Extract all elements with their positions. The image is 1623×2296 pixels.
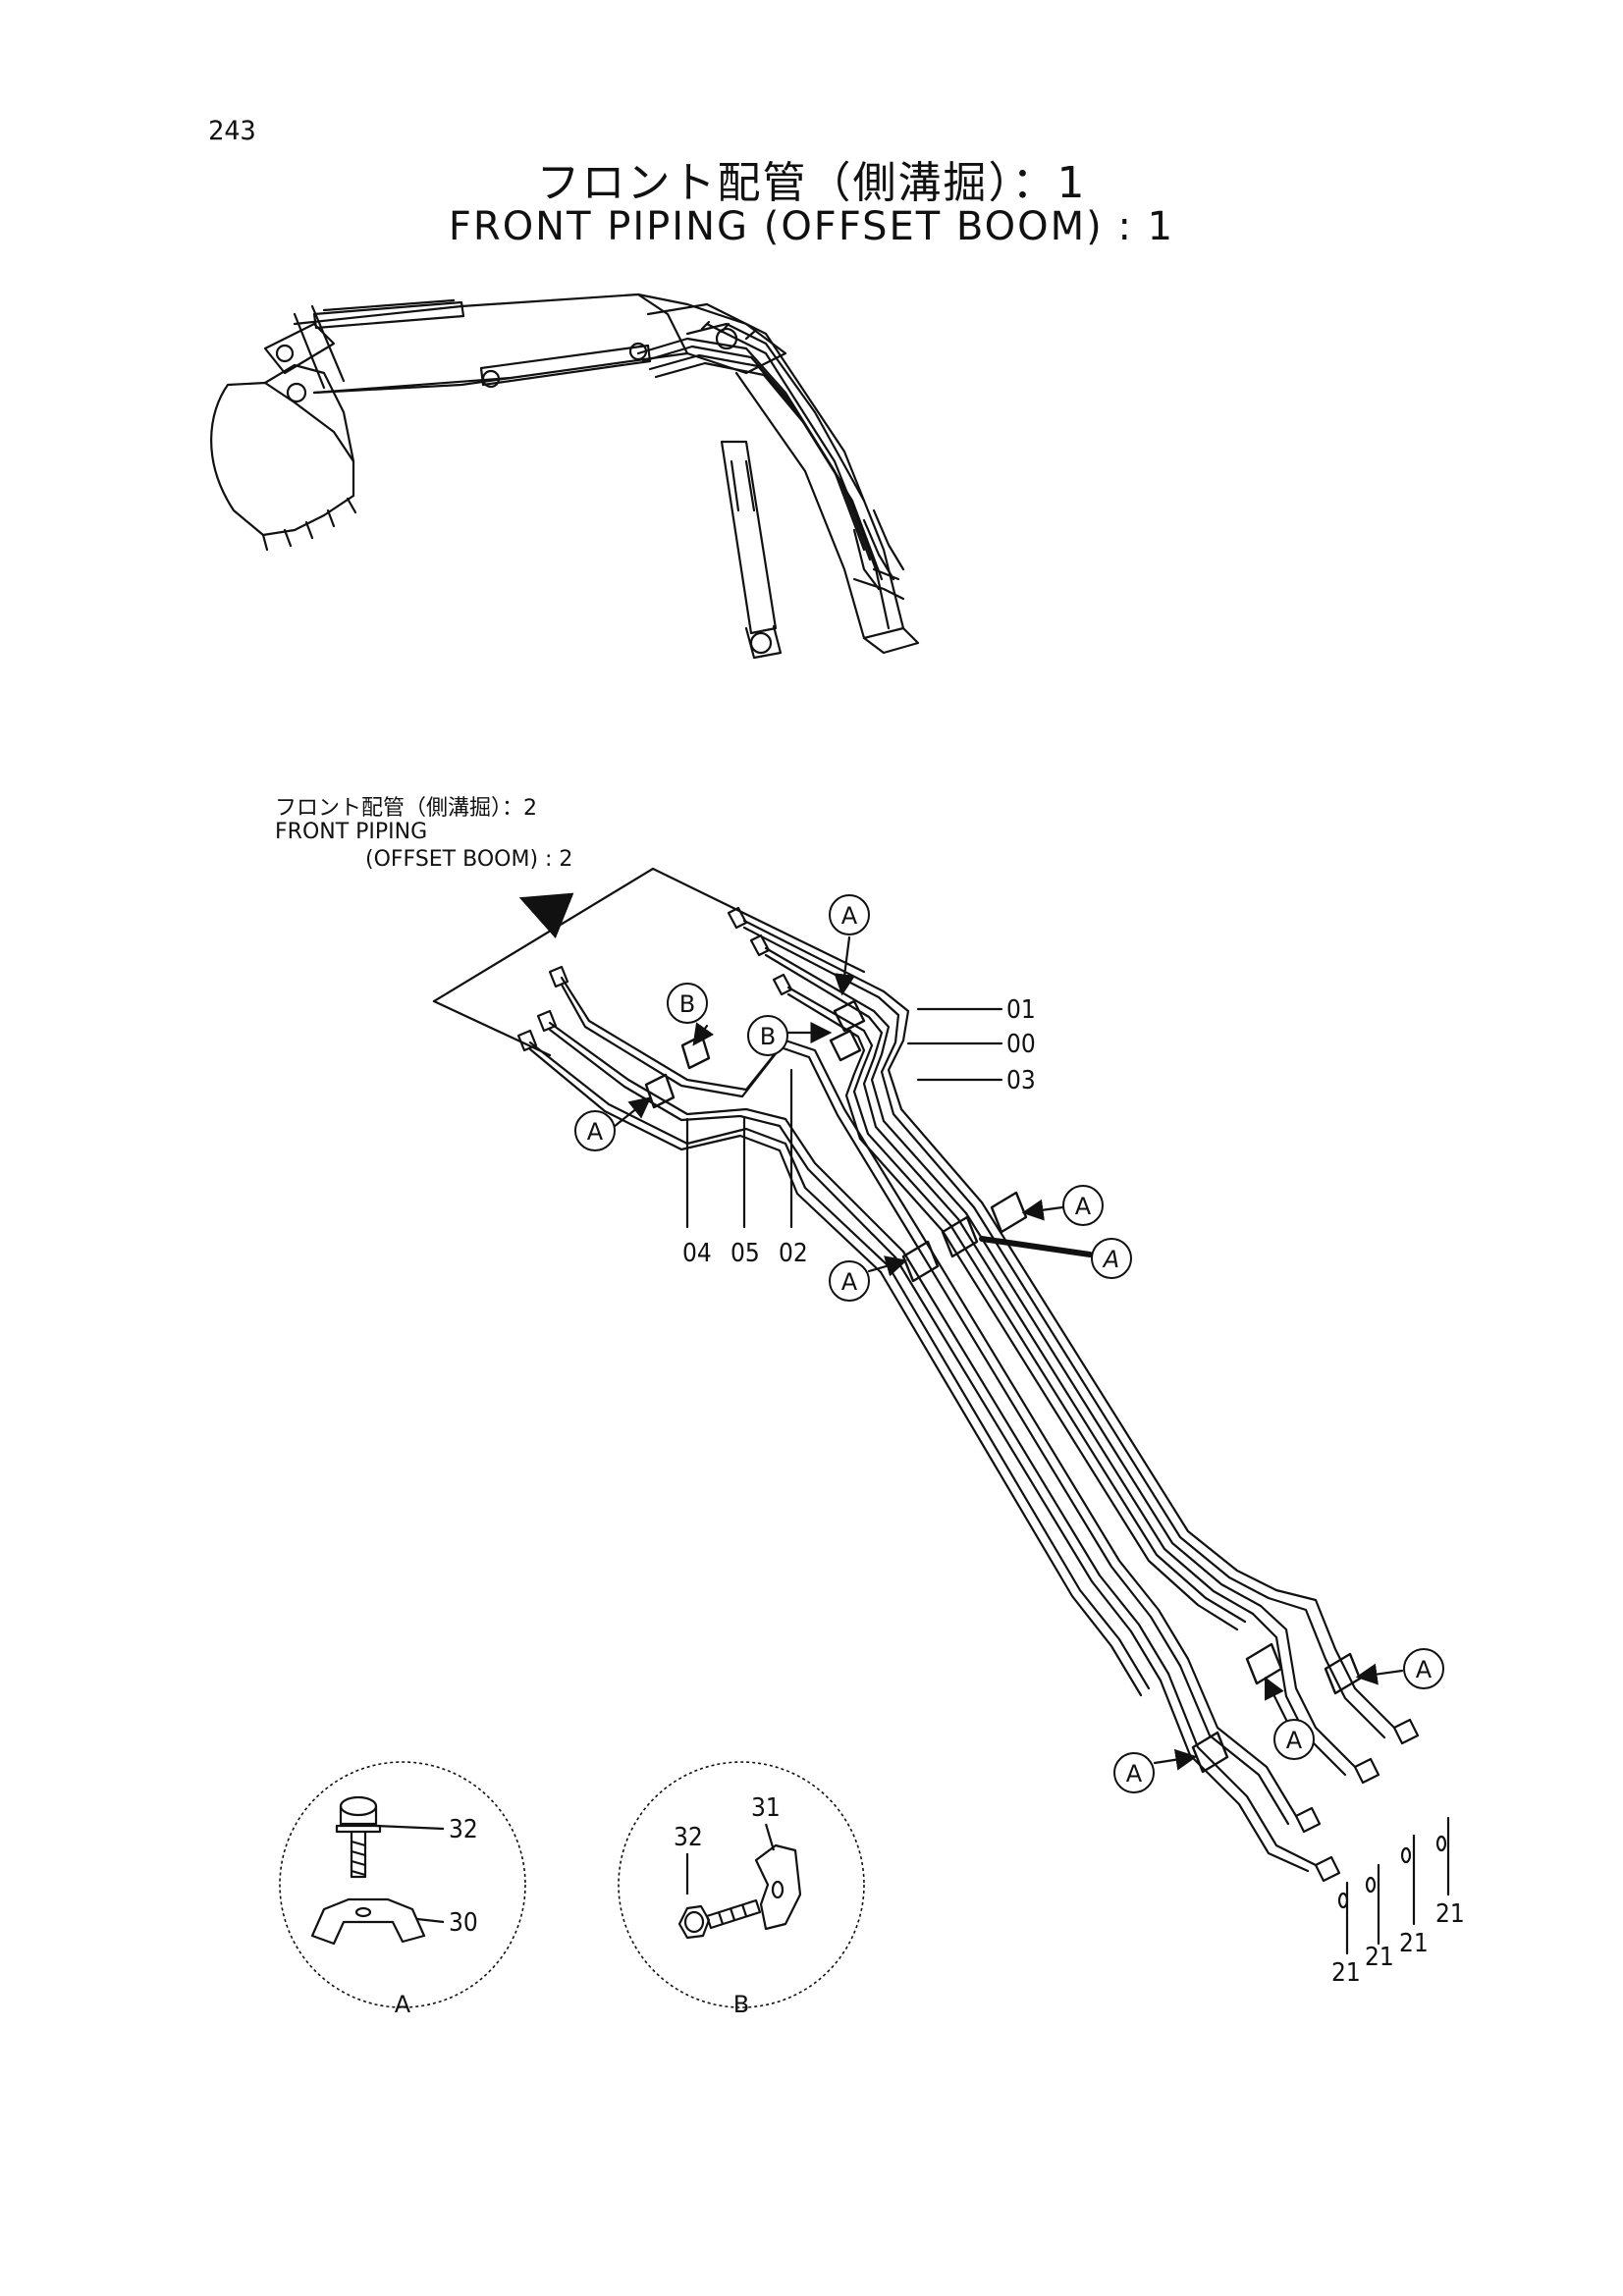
clamps xyxy=(644,999,1362,1774)
callout-circle-a xyxy=(1113,1752,1155,1793)
reference-japanese: フロント配管（側溝掘）：2 xyxy=(275,796,537,821)
part-number-00: 00 xyxy=(1006,1030,1036,1059)
part-number-21: 21 xyxy=(1331,1958,1361,1988)
part-number-labels: 01 00 03 04 05 02 21 21 21 21 xyxy=(682,995,1465,1988)
callout-b: B xyxy=(760,1023,776,1050)
callout-circle-b xyxy=(667,983,708,1024)
detail-b: 32 31 B xyxy=(618,1761,865,2018)
part-number-04: 04 xyxy=(682,1239,712,1268)
callout-circle-a xyxy=(1062,1185,1104,1226)
callout-a: A xyxy=(1286,1727,1303,1754)
o-rings xyxy=(1337,1835,1447,1909)
page-number: 243 xyxy=(208,116,256,146)
callout-circle-a xyxy=(1273,1719,1315,1760)
callout-b: B xyxy=(679,990,695,1018)
part-number-21: 21 xyxy=(1365,1943,1394,1972)
callout-circle-a xyxy=(829,894,870,935)
part-number-32: 32 xyxy=(449,1815,478,1844)
part-number-01: 01 xyxy=(1006,995,1036,1025)
callout-a: A xyxy=(1416,1656,1433,1683)
detail-label-b: B xyxy=(733,1991,749,2018)
part-number-30: 30 xyxy=(449,1908,478,1938)
detail-label-a: A xyxy=(395,1991,411,2018)
reference-english-line2: (OFFSET BOOM) : 2 xyxy=(365,847,573,872)
piping-diagram xyxy=(432,867,1450,1955)
callout-a: A xyxy=(587,1118,604,1146)
callout-circle-a xyxy=(1091,1238,1132,1279)
callout-circle-a xyxy=(829,1260,870,1302)
part-number-03: 03 xyxy=(1006,1066,1036,1095)
detail-a: 32 30 A xyxy=(279,1761,526,2018)
reference-english-line1: FRONT PIPING xyxy=(275,820,428,844)
callout-circle-a xyxy=(1403,1648,1444,1689)
callout-a: A xyxy=(1102,1246,1119,1273)
part-number-21: 21 xyxy=(1435,1899,1465,1929)
callout-a: A xyxy=(841,1268,858,1296)
part-number-02: 02 xyxy=(779,1239,808,1268)
callout-circle-b xyxy=(747,1015,788,1056)
excavator-overview-drawing xyxy=(210,293,920,660)
callout-circle-a xyxy=(574,1110,616,1151)
callout-letters: A B B A A A A A A A xyxy=(587,902,1433,1788)
part-number-31: 31 xyxy=(751,1793,781,1823)
callout-a: A xyxy=(1126,1760,1143,1788)
callout-a: A xyxy=(1075,1193,1092,1220)
part-number-32: 32 xyxy=(674,1823,703,1852)
title-english: FRONT PIPING (OFFSET BOOM) : 1 xyxy=(448,204,1175,249)
lower-end-fittings xyxy=(1294,1718,1420,1883)
part-number-05: 05 xyxy=(730,1239,760,1268)
title-japanese: フロント配管（側溝掘）：1 xyxy=(536,158,1087,208)
callout-circles xyxy=(574,894,1444,1793)
part-number-21: 21 xyxy=(1399,1929,1429,1958)
callout-a: A xyxy=(841,902,858,930)
